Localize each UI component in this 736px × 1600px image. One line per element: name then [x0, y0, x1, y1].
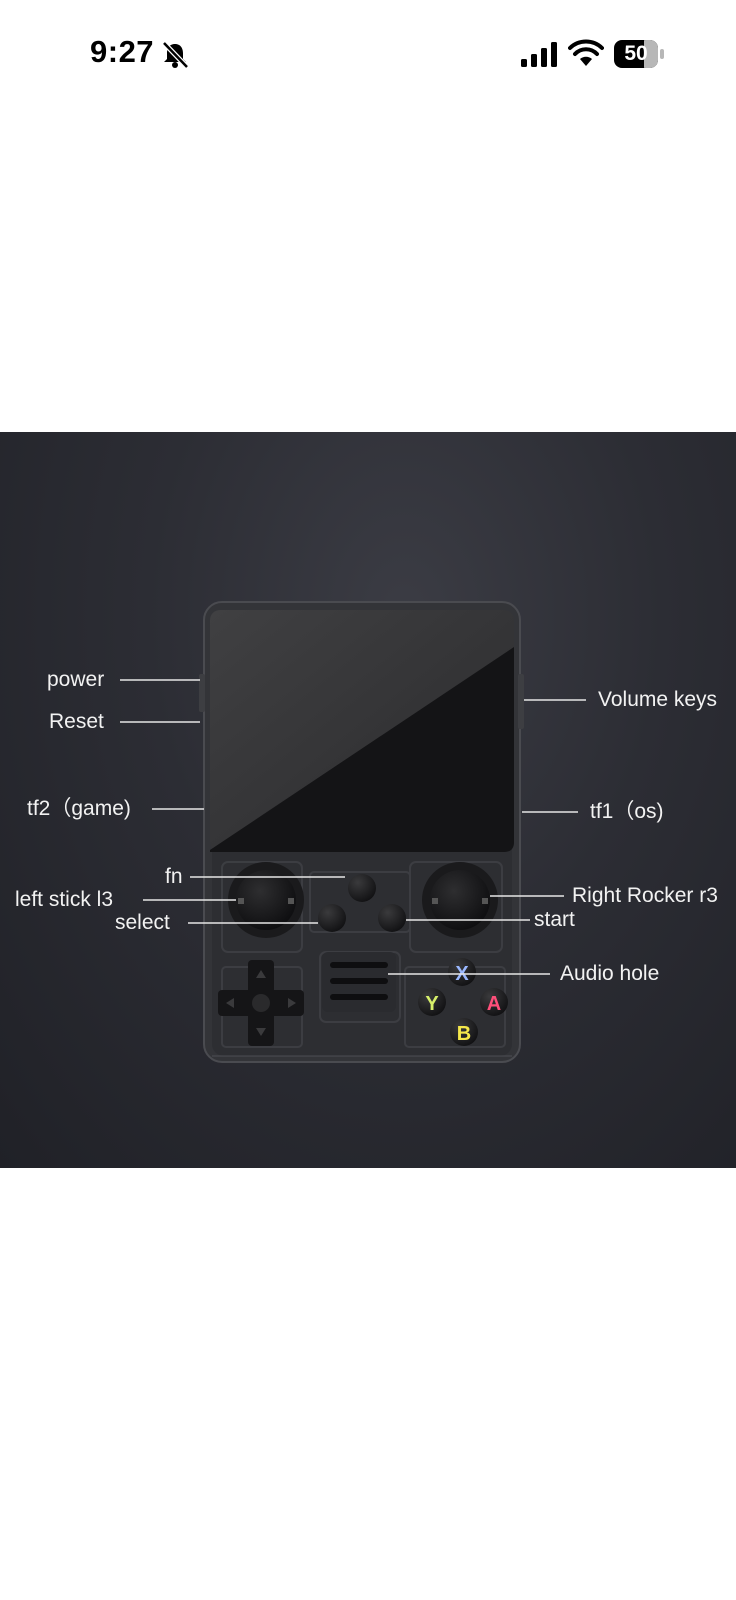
fn-button[interactable] [348, 874, 376, 902]
console-screen [210, 610, 514, 852]
dpad[interactable] [218, 960, 304, 1046]
label-select: select [115, 911, 170, 934]
status-time: 9:27 [90, 34, 155, 69]
label-power: power [47, 668, 105, 691]
bell-slash-icon [162, 41, 189, 69]
label-fn: fn [165, 865, 183, 888]
status-bar: 9:27 50 [0, 0, 736, 110]
battery-level: 50 [624, 42, 648, 65]
b-label: B [457, 1023, 471, 1045]
face-button-b[interactable]: B [450, 1018, 478, 1046]
label-start: start [534, 908, 575, 931]
left-stick[interactable] [228, 862, 304, 938]
product-image: X Y A B power Reset [0, 432, 736, 1168]
audio-grille [322, 952, 396, 1012]
face-button-y[interactable]: Y [418, 988, 446, 1016]
a-label: A [487, 993, 501, 1015]
battery-icon [614, 40, 664, 68]
label-tf2: tf2（game) [27, 797, 131, 820]
right-stick[interactable] [422, 862, 498, 938]
label-audio-hole: Audio hole [560, 962, 660, 985]
callout-lines [120, 679, 586, 975]
y-label: Y [425, 993, 439, 1015]
label-volume-keys: Volume keys [598, 688, 718, 711]
select-button[interactable] [318, 904, 346, 932]
label-left-stick: left stick l3 [15, 888, 114, 911]
label-reset: Reset [49, 710, 104, 733]
start-button[interactable] [378, 904, 406, 932]
label-tf1: tf1（os) [590, 800, 664, 823]
face-button-a[interactable]: A [480, 988, 508, 1016]
cellular-signal-icon [521, 42, 557, 67]
label-right-rocker: Right Rocker r3 [572, 884, 718, 907]
handheld-console-illustration: X Y A B [120, 601, 586, 1063]
wifi-icon [568, 39, 604, 66]
face-button-x[interactable]: X [448, 958, 476, 986]
